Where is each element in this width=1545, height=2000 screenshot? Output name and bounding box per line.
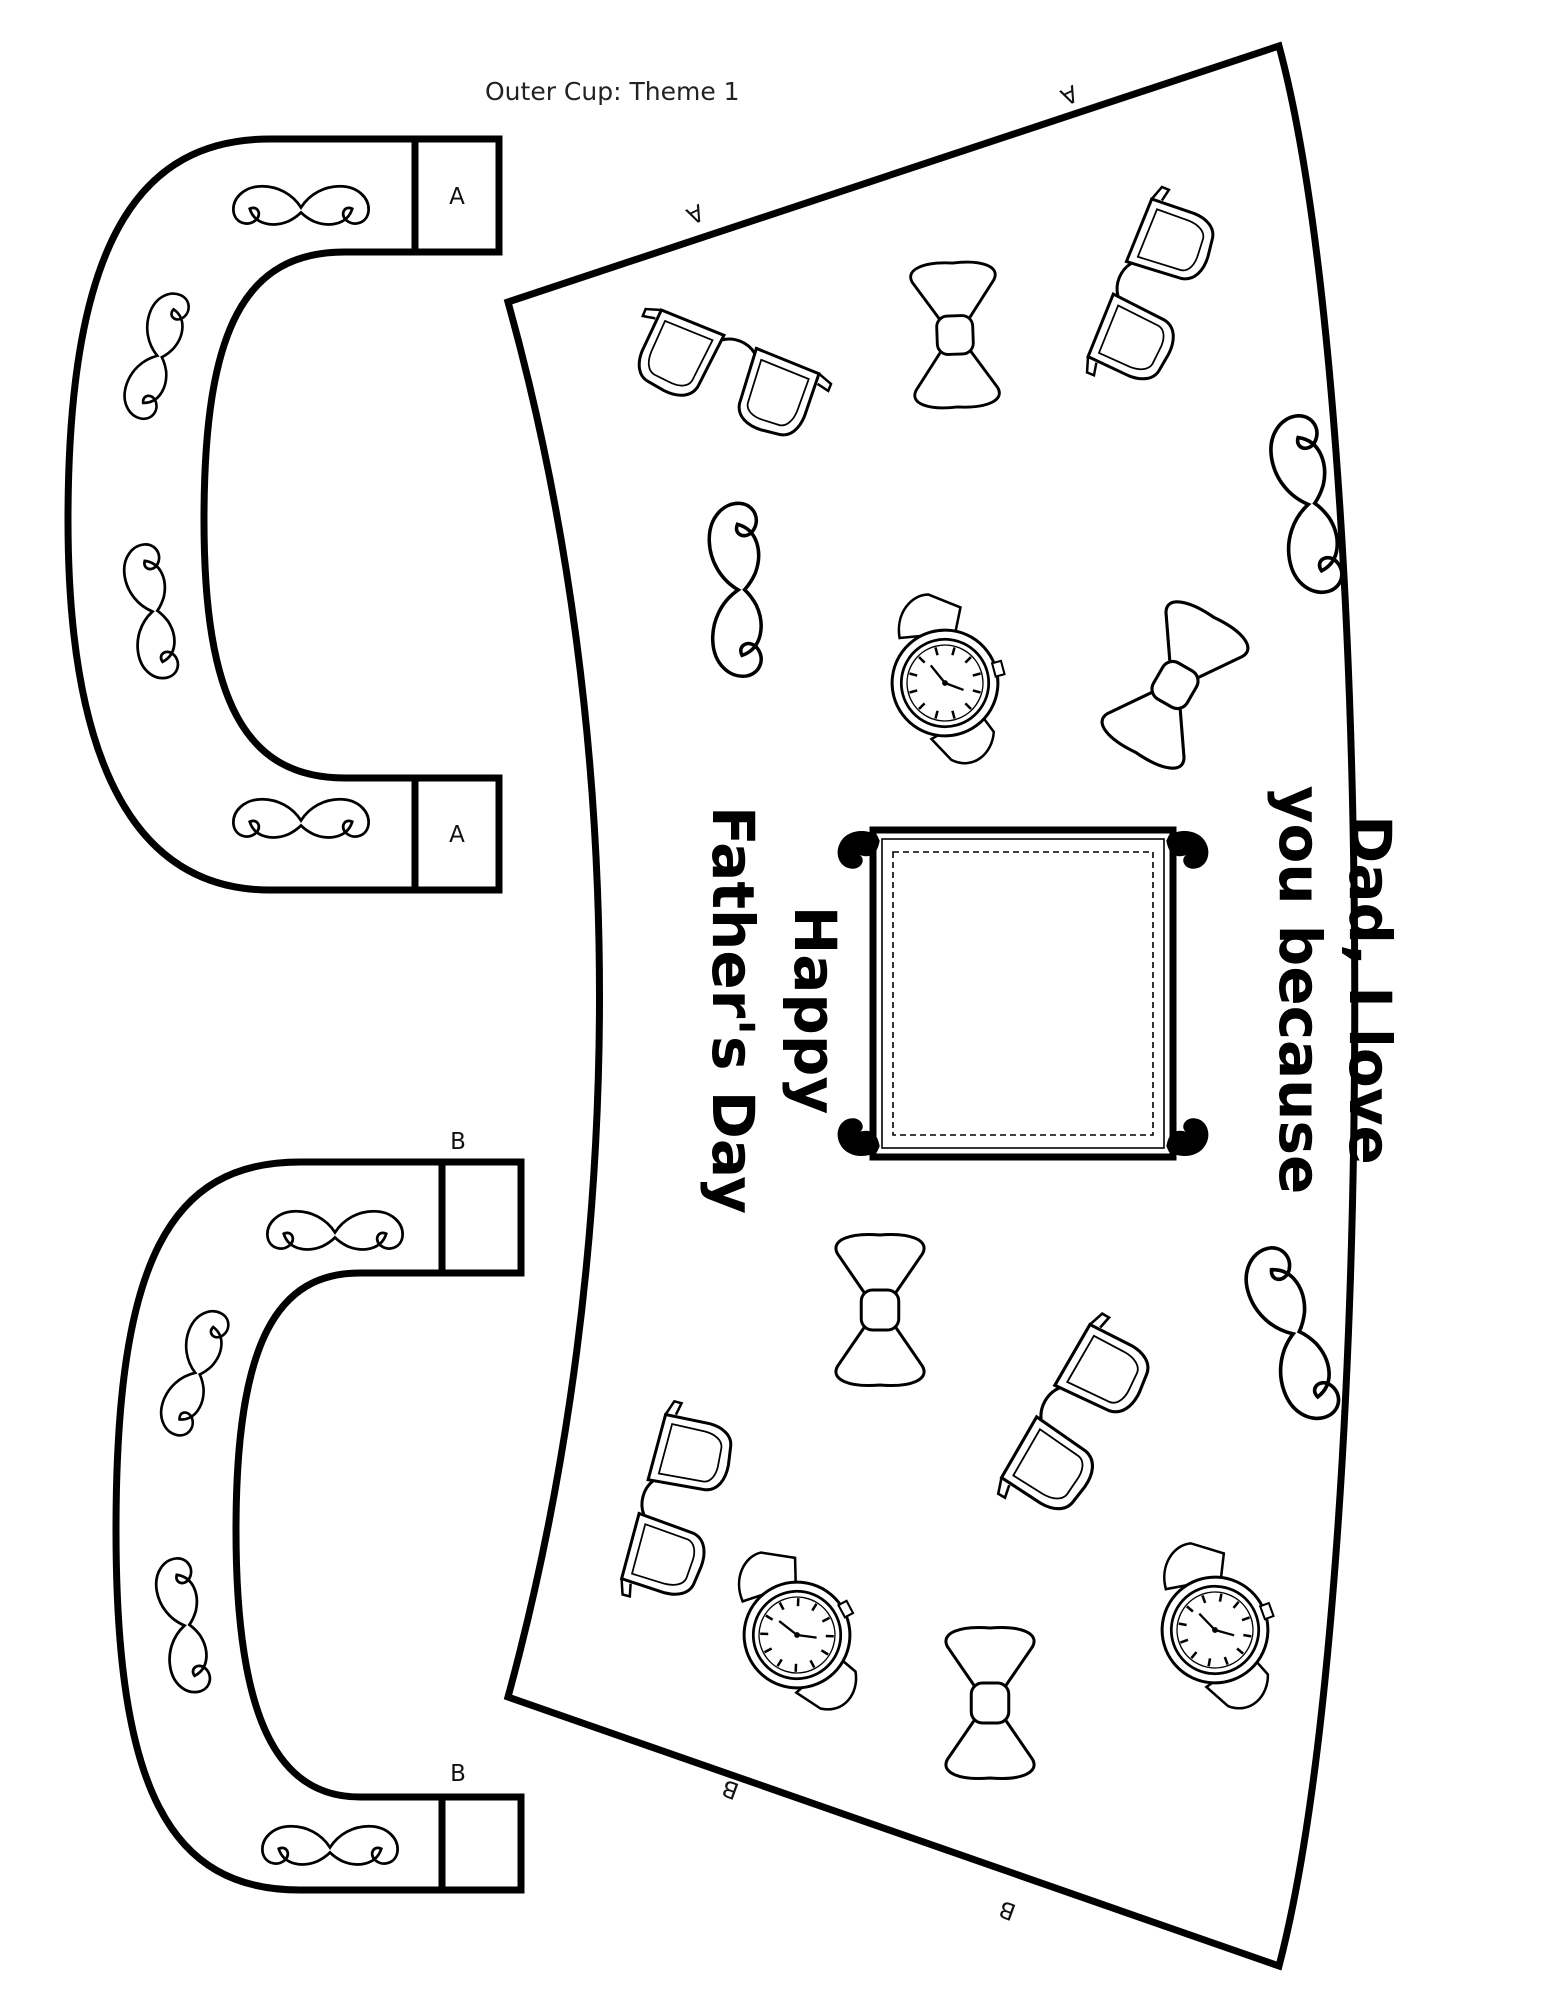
page-title: Outer Cup: Theme 1	[485, 77, 740, 106]
cup-wrap: A A B B Dad, I love	[503, 41, 1404, 1971]
message-line-2: you because	[1266, 786, 1334, 1195]
glue-tab-top-a	[411, 135, 503, 256]
handle-top: A A	[64, 135, 503, 894]
edge-label-b-right: B	[996, 1895, 1020, 1925]
glue-tab-bottom-a	[411, 774, 503, 894]
message-line-1: Dad, I love	[1336, 815, 1404, 1165]
greeting-line-1: Happy	[781, 906, 849, 1115]
handle-bottom: B B	[112, 1129, 525, 1894]
tab-label-b-bottom: B	[450, 1761, 466, 1787]
glue-tab-top-b	[438, 1158, 525, 1277]
edge-label-b-left: B	[719, 1774, 743, 1804]
glue-tab-bottom-b	[438, 1793, 525, 1894]
message-block: Dad, I love you because	[1266, 786, 1404, 1195]
greeting-block: Happy Father's Day	[699, 806, 849, 1214]
edge-label-a-right: A	[1056, 79, 1081, 109]
edge-label-a-left: A	[682, 198, 707, 228]
tab-label-a-top: A	[449, 184, 465, 210]
photo-frame	[830, 823, 1216, 1164]
tab-label-b-top: B	[450, 1129, 466, 1155]
greeting-line-2: Father's Day	[699, 806, 767, 1214]
tab-label-a-bottom: A	[449, 822, 465, 848]
